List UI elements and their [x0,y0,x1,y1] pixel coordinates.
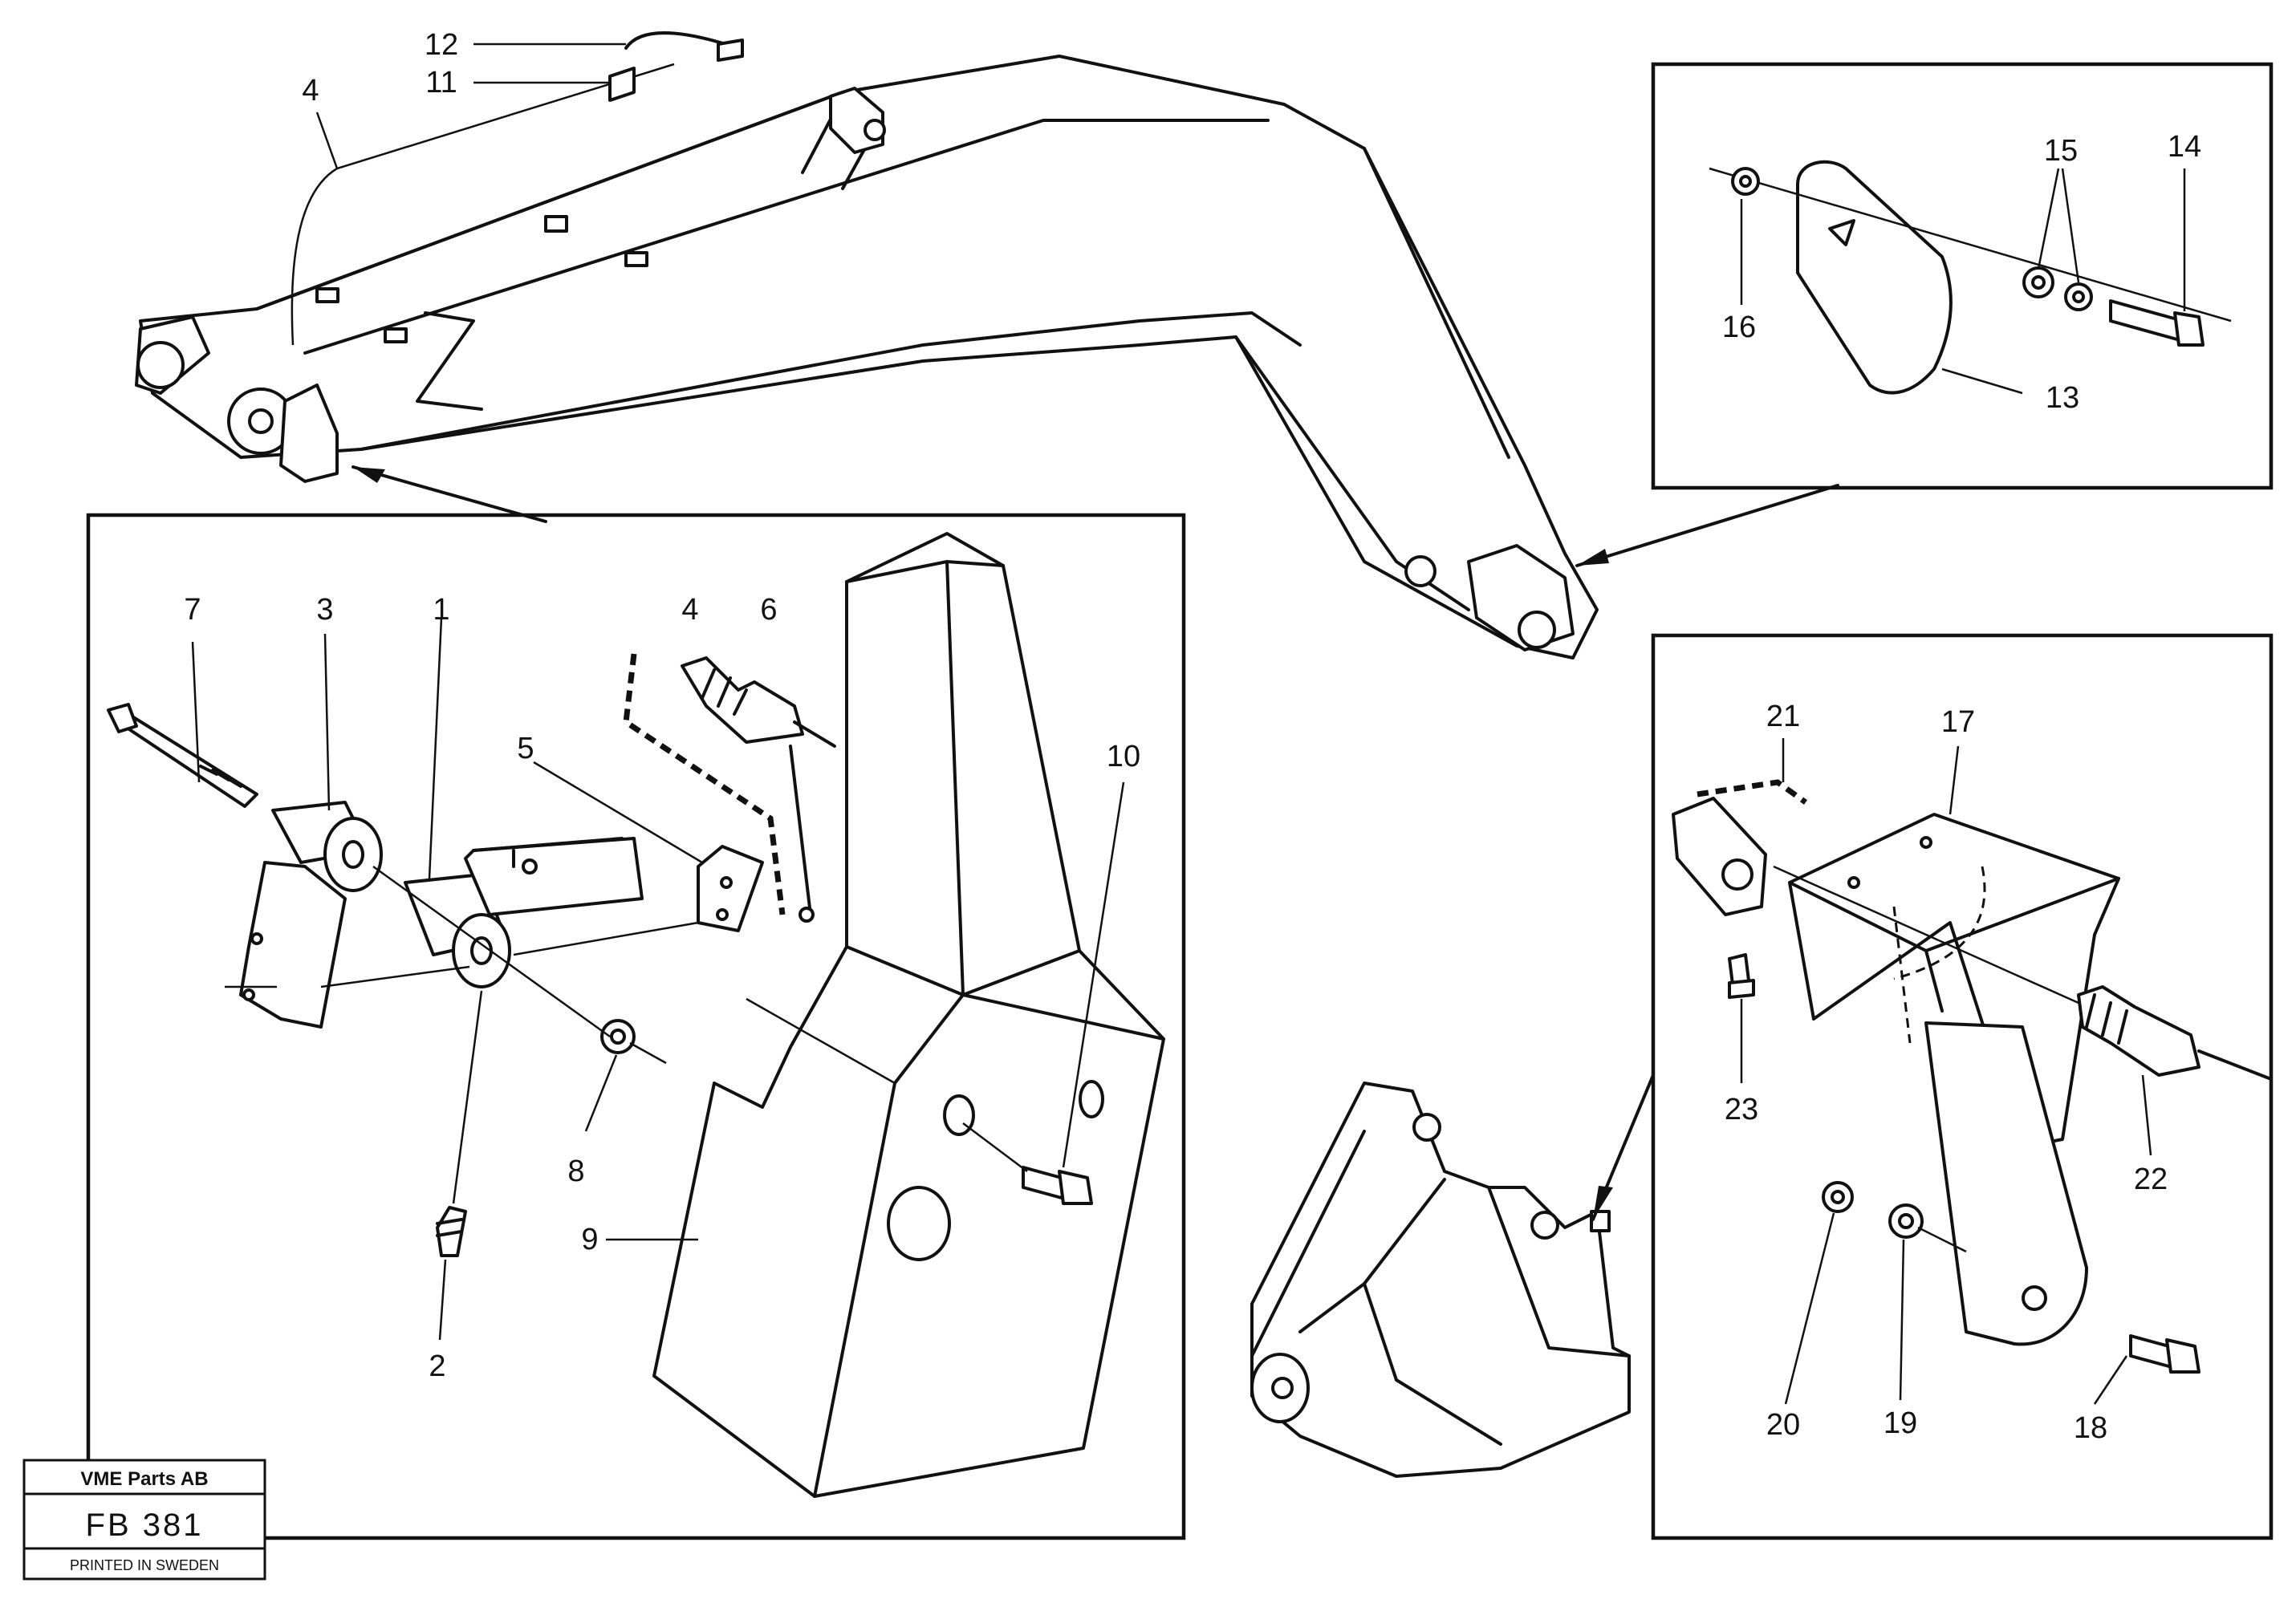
callout-20: 20 [1766,1408,1800,1442]
detail-box-sensor-mount [86,513,1186,1540]
callout-9: 9 [581,1223,598,1256]
callout-11: 11 [425,66,457,99]
callout-2: 2 [429,1349,445,1383]
callout-10: 10 [1107,740,1140,773]
callout-4: 4 [681,593,698,627]
detail-leader-left [352,465,547,523]
callout-22: 22 [2134,1163,2168,1196]
drawing-number: FB 381 [86,1508,204,1543]
callout-16: 16 [1722,310,1756,344]
callout-6: 6 [760,593,777,627]
callout-17: 17 [1941,705,1975,739]
detail-box-sensor-bracket [1651,633,2274,1540]
stick-assembly [1250,1073,1655,1478]
callout-1: 1 [433,593,449,627]
callout-15: 15 [2044,134,2078,168]
detail-leader-right [1575,484,1839,567]
title-block: VME Parts AB FB 381 PRINTED IN SWEDEN [22,1459,266,1581]
callout-18: 18 [2074,1411,2107,1445]
callout-14: 14 [2168,130,2201,164]
arrow-left-icon [353,467,385,483]
printed-in: PRINTED IN SWEDEN [70,1557,219,1573]
callout-13: 13 [2046,381,2079,415]
detail-box-plate [1651,62,2274,490]
callout-7: 7 [184,593,201,627]
callout-labels: 12 11 4 7 3 1 4 6 5 10 8 9 2 15 14 16 13… [184,28,2201,1445]
callout-19: 19 [1884,1406,1917,1440]
arrow-right-icon [1577,549,1609,566]
callout-23: 23 [1725,1093,1758,1126]
plate-assembly [1709,160,2232,395]
boom-assembly [135,31,1599,659]
arrow-stick-icon [1593,1186,1613,1220]
callout-4-top: 4 [302,74,319,108]
callout-21: 21 [1766,700,1800,733]
sensor-bracket-assembly [1672,779,2273,1374]
callout-8: 8 [567,1155,584,1188]
company-name: VME Parts AB [80,1468,208,1490]
callout-12: 12 [425,28,458,62]
callout-3: 3 [316,593,333,627]
callout-5: 5 [517,732,534,765]
sensor-mount-assembly [107,532,1165,1498]
